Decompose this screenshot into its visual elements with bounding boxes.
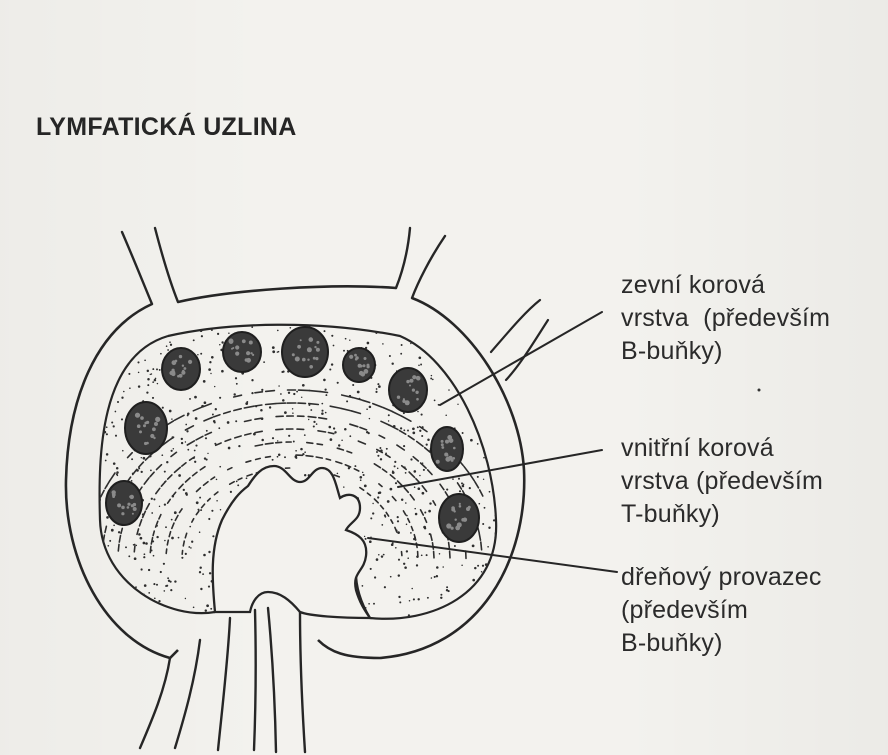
follicle-7 (431, 427, 463, 471)
efferent-vessels (140, 608, 305, 752)
label-medullary-cord: dřeňový provazec (především B-buňky) (621, 561, 822, 660)
follicle-8 (106, 481, 142, 525)
follicle-5 (389, 368, 427, 412)
afferent-vessel-side (491, 300, 548, 380)
afferent-vessel-left (122, 228, 178, 304)
medulla-region (213, 466, 370, 618)
follicle-1 (162, 348, 200, 390)
follicle-9 (439, 494, 479, 542)
leader-inner-cortex (398, 450, 602, 487)
follicle-3 (282, 327, 328, 377)
follicle-4 (343, 348, 375, 382)
follicle-2 (223, 332, 261, 372)
label-inner-cortex: vnitřní korová vrstva (především T-buňky… (621, 432, 823, 531)
speck (758, 389, 761, 392)
follicle-6 (125, 402, 167, 454)
label-outer-cortex: zevní korová vrstva (především B-buňky) (621, 269, 830, 368)
afferent-vessel-right (396, 228, 445, 298)
leader-outer-cortex (440, 312, 602, 405)
